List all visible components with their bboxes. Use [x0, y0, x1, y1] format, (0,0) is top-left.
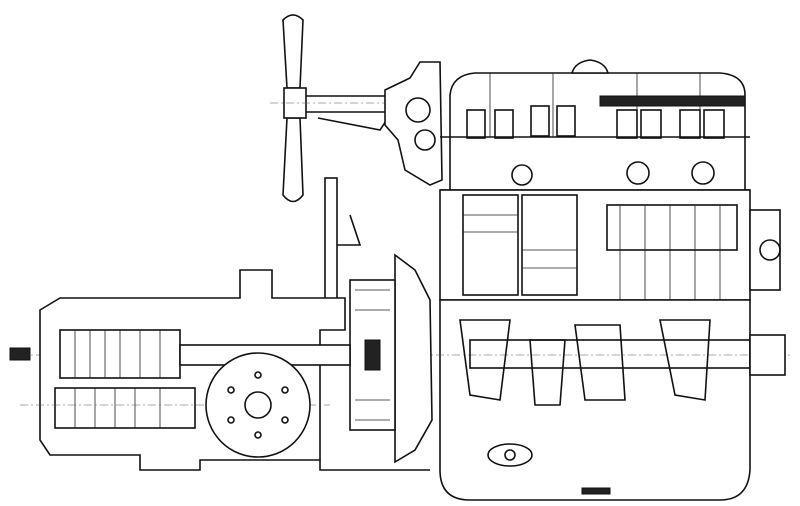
gearbox	[9, 269, 430, 471]
cylinder-block	[439, 189, 751, 301]
crank-pulley	[749, 209, 786, 376]
water-pump	[384, 61, 443, 186]
clutch-flywheel	[324, 177, 433, 464]
cylinder-head	[440, 59, 750, 201]
cooling-fan	[270, 14, 440, 203]
